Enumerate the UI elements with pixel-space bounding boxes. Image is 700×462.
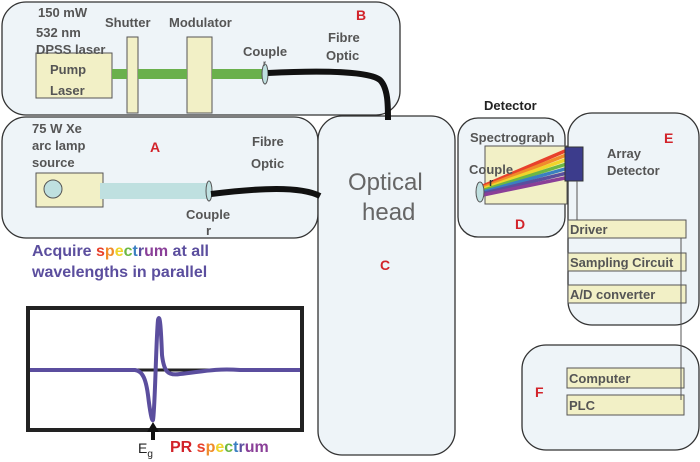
computer-box xyxy=(566,367,685,389)
coupler-d-label: Couple xyxy=(469,162,514,177)
rainbow-letter: p xyxy=(205,439,216,456)
eg-main: E xyxy=(138,440,148,456)
pr-spectrum-label: PR spectrum xyxy=(170,440,269,456)
adc-box xyxy=(567,284,687,304)
lamp-bulb xyxy=(43,179,63,199)
label-b: B xyxy=(356,7,367,23)
spectrum-ray xyxy=(482,167,566,194)
dispersed-spectrum xyxy=(482,149,566,197)
label-f: F xyxy=(535,384,544,400)
coupler-d xyxy=(475,181,485,203)
fibre-b-label: Fibre xyxy=(328,30,360,45)
sampling-box xyxy=(567,252,687,272)
array-detector-block xyxy=(564,146,584,182)
rainbow-letter: e xyxy=(215,439,225,456)
panel-optical-head xyxy=(317,115,456,456)
pr-curve xyxy=(30,316,300,423)
detector-title: Detector xyxy=(484,98,537,113)
caption-pre: Acquire xyxy=(32,243,97,260)
laser-power: 150 mW xyxy=(38,5,88,20)
fibre-b xyxy=(267,68,391,121)
sampling-label: Sampling Circuit xyxy=(570,255,674,270)
spectrum-ray xyxy=(482,171,566,196)
shutter-box xyxy=(126,36,139,114)
driver-label: Driver xyxy=(570,222,608,237)
array-label-2: Detector xyxy=(607,163,660,178)
source-line2: arc lamp xyxy=(32,138,86,153)
panel-e xyxy=(567,112,700,326)
fibre-a-label: Fibre xyxy=(252,134,284,149)
optical-head-line1: Optical xyxy=(348,169,423,196)
array-label: Array xyxy=(607,146,641,161)
spectrum-ray xyxy=(482,153,566,190)
spectrum-ray xyxy=(482,162,566,193)
fibre-a-label-2: Optic xyxy=(251,156,285,171)
label-d: D xyxy=(515,216,526,232)
rainbow-letter: p xyxy=(104,243,115,260)
pump-label: Pump xyxy=(50,62,87,77)
modulator-box xyxy=(186,36,213,114)
coupler-b-label-r: r xyxy=(263,59,267,68)
driver-box xyxy=(567,219,687,239)
spectrum-ray xyxy=(482,149,566,188)
cyan-beam xyxy=(100,183,207,199)
computer-label: Computer xyxy=(569,371,631,386)
optical-head-line2: head xyxy=(362,199,416,226)
caption-line1: Acquire spectrum at all xyxy=(32,244,209,260)
rainbow-letter: m xyxy=(153,243,169,260)
laser-label: Laser xyxy=(50,83,85,98)
pr-rainbow-word: spectrum xyxy=(197,439,269,456)
rainbow-letter: e xyxy=(114,243,124,260)
fibre-b-label-2: Optic xyxy=(326,48,360,63)
spectrograph-label: Spectrograph xyxy=(470,130,555,145)
rainbow-letter: u xyxy=(244,439,255,456)
laser-type: DPSS laser xyxy=(36,42,106,57)
rainbow-letter: r xyxy=(238,439,245,456)
rainbow-letter: s xyxy=(196,439,206,456)
coupler-a-label-r: r xyxy=(206,223,212,238)
label-a: A xyxy=(150,139,161,155)
coupler-a-label: Couple xyxy=(186,207,231,222)
green-beam xyxy=(112,69,265,79)
rainbow-letter: t xyxy=(233,439,239,456)
rainbow-letter: m xyxy=(254,439,269,456)
plc-label: PLC xyxy=(569,398,595,413)
caption-post: at all xyxy=(168,243,209,260)
laser-wavelength: 532 nm xyxy=(36,25,81,40)
rainbow-letter: c xyxy=(224,439,234,456)
eg-sub: g xyxy=(147,448,153,460)
eg-arrow-icon xyxy=(147,422,159,440)
fibre-a xyxy=(210,186,322,199)
rainbow-letter: t xyxy=(132,243,138,260)
eg-label: Eg xyxy=(138,441,153,460)
rainbow-letter: s xyxy=(96,243,105,260)
label-e: E xyxy=(664,130,674,146)
rainbow-letter: c xyxy=(123,243,133,260)
label-c: C xyxy=(380,257,391,273)
pr-pre: PR xyxy=(170,439,197,456)
source-line1: 75 W Xe xyxy=(32,121,82,136)
shutter-label: Shutter xyxy=(105,15,151,30)
adc-label: A/D converter xyxy=(570,287,656,302)
source-line3: source xyxy=(32,155,75,170)
rainbow-letter: r xyxy=(137,243,145,260)
caption-line2: wavelengths in parallel xyxy=(32,264,208,281)
plc-box xyxy=(566,394,685,416)
coupler-d-label-r: r xyxy=(489,177,494,189)
rainbow-letter: u xyxy=(144,243,154,260)
spectrum-ray xyxy=(482,176,566,197)
coupler-b xyxy=(261,63,269,85)
coupler-b-label: Couple xyxy=(243,44,288,59)
spectrum-ray xyxy=(482,158,566,191)
caption-rainbow-word: spectrum xyxy=(96,243,168,260)
modulator-label: Modulator xyxy=(169,15,232,30)
